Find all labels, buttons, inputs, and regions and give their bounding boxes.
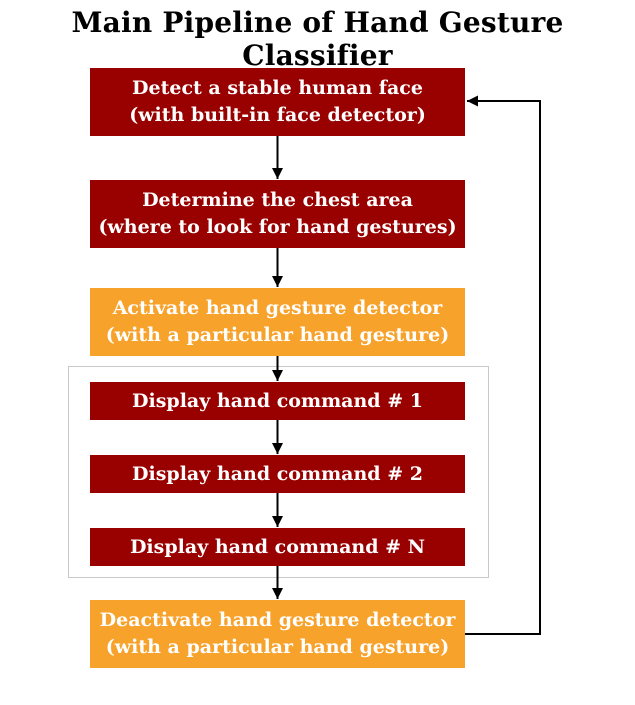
node-activate-detector: Activate hand gesture detector (with a p… [90, 288, 465, 356]
node-detect-face: Detect a stable human face (with built-i… [90, 68, 465, 136]
node-display-command-n-label: Display hand command # N [129, 535, 426, 558]
node-deactivate-detector-line2: (with a particular hand gesture) [105, 636, 450, 658]
node-activate-detector-line2: (with a particular hand gesture) [105, 324, 450, 346]
page-title: Main Pipeline of Hand Gesture Classifier [71, 6, 564, 72]
node-detect-face-line1: Detect a stable human face [132, 77, 423, 100]
node-chest-area-line1: Determine the chest area [142, 189, 413, 212]
node-display-command-n: Display hand command # N [90, 528, 465, 566]
node-deactivate-detector: Deactivate hand gesture detector (with a… [90, 600, 465, 668]
node-display-command-2: Display hand command # 2 [90, 455, 465, 493]
node-detect-face-line2: (with built-in face detector) [129, 104, 426, 126]
node-display-command-1-label: Display hand command # 1 [132, 389, 423, 412]
node-deactivate-detector-line1: Deactivate hand gesture detector [99, 609, 456, 632]
node-chest-area: Determine the chest area (where to look … [90, 180, 465, 248]
node-display-command-2-label: Display hand command # 2 [132, 462, 423, 485]
node-chest-area-line2: (where to look for hand gestures) [98, 216, 457, 238]
node-activate-detector-line1: Activate hand gesture detector [112, 297, 443, 320]
node-display-command-1: Display hand command # 1 [90, 382, 465, 420]
